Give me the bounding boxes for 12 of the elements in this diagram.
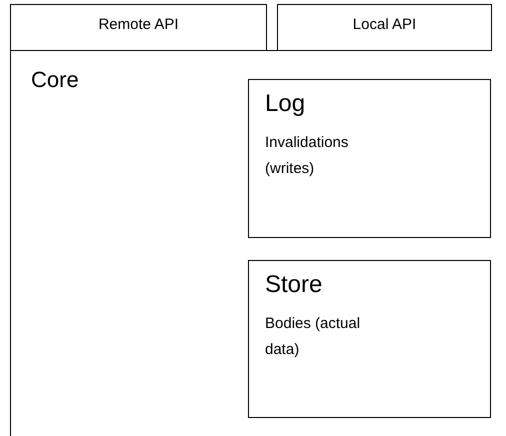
box-description: Invalidations (writes)	[265, 132, 350, 179]
box-description: Bodies (actual data)	[265, 314, 362, 360]
component-box	[248, 260, 491, 418]
tab-label: Local API	[352, 16, 416, 33]
box-title: Store	[265, 271, 322, 299]
tab-box	[10, 4, 267, 51]
box-title: Log	[265, 90, 306, 118]
tab-label: Remote API	[98, 16, 179, 33]
component-box	[248, 79, 491, 238]
tab-box	[277, 4, 492, 51]
container-title: Core	[31, 67, 79, 92]
container-box	[10, 50, 492, 436]
